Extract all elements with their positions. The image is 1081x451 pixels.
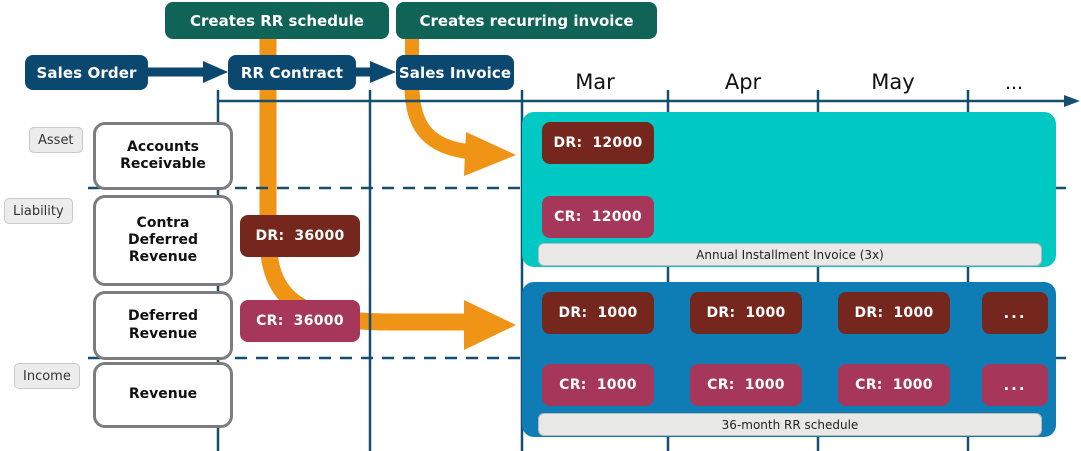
chip-key: CR: — [559, 377, 587, 393]
month-header-mar: Mar — [575, 70, 615, 94]
chip-contract-cr: CR: 36000 — [240, 300, 360, 342]
account-type-liability: Liability — [4, 198, 73, 224]
chip-sched-dr-more: ... — [982, 292, 1048, 334]
chip-value: 1000 — [745, 305, 786, 321]
chip-sched-cr-mar: CR: 1000 — [542, 364, 654, 406]
chip-sched-dr-apr: DR: 1000 — [690, 292, 802, 334]
chip-key: DR: — [255, 228, 285, 244]
chip-key: DR: — [854, 305, 884, 321]
account-type-income: Income — [14, 363, 80, 389]
caption-annual-installment-invoice: Annual Installment Invoice (3x) — [538, 243, 1042, 266]
flow-arrow-sales-order-to-contract — [148, 61, 228, 83]
account-revenue[interactable]: Revenue — [93, 362, 233, 428]
chip-sched-cr-apr: CR: 1000 — [690, 364, 802, 406]
chip-invoice-cr-mar: CR: 12000 — [542, 196, 654, 238]
flow-node-sales-order[interactable]: Sales Order — [25, 55, 148, 90]
chip-value: 1000 — [893, 305, 934, 321]
month-header-may: May — [871, 70, 915, 94]
orange-arrowhead-schedule — [464, 300, 516, 350]
chip-value: 1000 — [892, 377, 933, 393]
chip-invoice-dr-mar: DR: 12000 — [542, 122, 654, 164]
chip-key: CR: — [707, 377, 735, 393]
callout-creates-rr-schedule: Creates RR schedule — [165, 2, 389, 39]
month-header-apr: Apr — [724, 70, 762, 94]
chip-key: DR: — [558, 305, 588, 321]
flow-node-rr-contract[interactable]: RR Contract — [228, 55, 356, 90]
chip-contract-dr: DR: 36000 — [240, 215, 360, 257]
chip-value: 36000 — [294, 228, 345, 244]
caption-rr-schedule: 36-month RR schedule — [538, 413, 1042, 436]
chip-key: CR: — [855, 377, 883, 393]
chip-value: 1000 — [744, 377, 785, 393]
chip-key: CR: — [554, 209, 582, 225]
flow-arrow-contract-to-invoice — [356, 61, 396, 83]
chip-sched-cr-more: ... — [982, 364, 1048, 406]
chip-sched-dr-mar: DR: 1000 — [542, 292, 654, 334]
chip-value: 36000 — [293, 313, 344, 329]
callout-creates-recurring-invoice: Creates recurring invoice — [396, 2, 657, 39]
chip-key: DR: — [553, 135, 583, 151]
chip-value: 12000 — [591, 209, 642, 225]
chip-sched-dr-may: DR: 1000 — [838, 292, 950, 334]
chip-key: DR: — [706, 305, 736, 321]
chip-key: ... — [1003, 304, 1027, 322]
month-header-more: ... — [1004, 72, 1024, 94]
chip-value: 12000 — [592, 135, 643, 151]
account-type-asset: Asset — [29, 127, 83, 153]
chip-sched-cr-may: CR: 1000 — [838, 364, 950, 406]
timeline-axis — [218, 95, 1080, 107]
chip-key: CR: — [256, 313, 284, 329]
chip-value: 1000 — [597, 305, 638, 321]
chip-value: 1000 — [596, 377, 637, 393]
orange-curve-to-invoice — [404, 85, 473, 160]
flow-node-sales-invoice[interactable]: Sales Invoice — [396, 55, 514, 90]
chip-key: ... — [1003, 376, 1027, 394]
orange-arrowhead-invoice — [464, 132, 516, 176]
